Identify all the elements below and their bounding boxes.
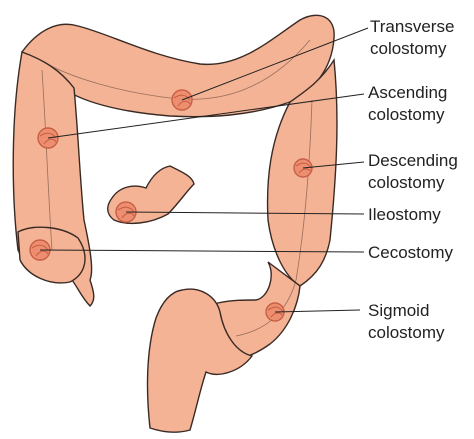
label-ascending-line1: Ascending	[368, 83, 447, 102]
colon-inner-line	[41, 69, 53, 251]
leader-transverse	[181, 27, 369, 101]
stoma-transverse-icon	[171, 89, 193, 111]
label-sigmoid-line1: Sigmoid	[368, 301, 429, 320]
leader-ileostomy	[125, 211, 365, 215]
label-cecostomy: Cecostomy	[368, 243, 454, 262]
leader-cecostomy	[39, 249, 365, 253]
label-ascending-line2: colostomy	[368, 105, 445, 124]
transverse-colon	[21, 14, 335, 118]
leader-descending	[302, 161, 365, 169]
label-transverse-line2: colostomy	[370, 39, 447, 58]
label-transverse-line1: Transverse	[370, 17, 454, 36]
label-ileostomy: Ileostomy	[368, 205, 441, 224]
label-descending-line2: colostomy	[368, 173, 445, 192]
colon-inner-line	[39, 39, 311, 100]
rectum	[146, 288, 254, 433]
leader-sigmoid	[274, 309, 361, 313]
label-descending-line1: Descending	[368, 151, 458, 170]
cecum	[17, 226, 86, 284]
label-sigmoid-line2: colostomy	[368, 323, 445, 342]
colon-inner-line	[295, 99, 313, 281]
leader-ascending	[47, 93, 365, 139]
